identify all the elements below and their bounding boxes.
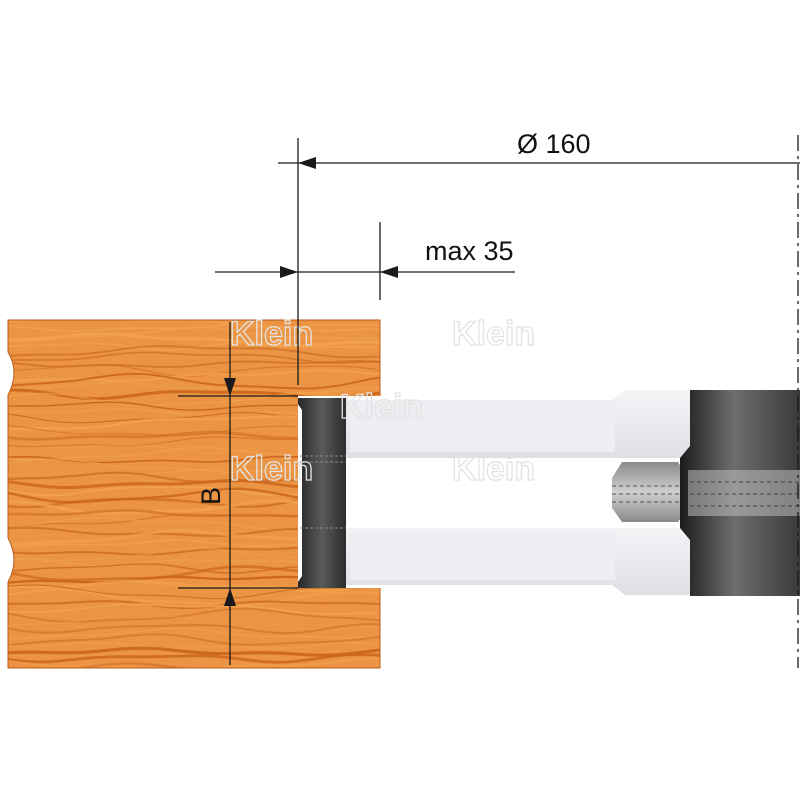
wood-grain-line [8,653,380,664]
wood-grain-line [8,600,380,610]
wood-grain-line [8,588,380,607]
wood-grain-line [8,607,380,623]
wood-grain-line [8,657,380,668]
svg-text:Klein: Klein [230,450,313,488]
svg-text:Klein: Klein [230,315,313,353]
diameter-arrow [298,157,316,169]
wood-grain-line [8,341,380,352]
dimension-arrows [224,157,398,606]
watermark: Klein Klein Klein Klein Klein [229,314,535,488]
wood-grain-line [8,392,380,407]
wood-grain-line [8,613,380,631]
knife-blade [298,398,346,588]
width-label: B [196,487,226,505]
wood-grain-line [8,579,380,593]
wood-grain-line [8,623,380,635]
wood-grain-line [8,320,380,329]
diameter-label: Ø 160 [517,129,591,159]
svg-text:Klein: Klein [340,388,423,426]
wood-grain [8,320,380,668]
cutter-hub [680,390,800,596]
wood-grain-line [8,380,380,396]
wood-grain-line [8,364,380,377]
wood-grain-line [8,646,380,657]
depth-label: max 35 [425,236,514,266]
wood-grain-line [8,332,380,348]
width-arrow-top [224,378,236,396]
wood-grain-line [8,641,380,650]
depth-arrow-right [380,266,398,278]
cutter-head [298,390,800,596]
wood-grain-line [8,372,380,390]
wood-grain-line [8,345,380,359]
wood-grain-line [8,603,380,615]
svg-text:Klein: Klein [452,450,535,488]
wood-grain-line [8,584,380,600]
width-arrow-bottom [224,588,236,606]
wood-grain-line [8,369,380,383]
depth-arrow-left [280,266,298,278]
wood-grain-line [8,627,380,640]
wood-grain-line [8,633,380,647]
dimension-lines [178,135,800,668]
svg-text:Klein: Klein [452,315,535,353]
spindle-shaft [612,462,690,522]
